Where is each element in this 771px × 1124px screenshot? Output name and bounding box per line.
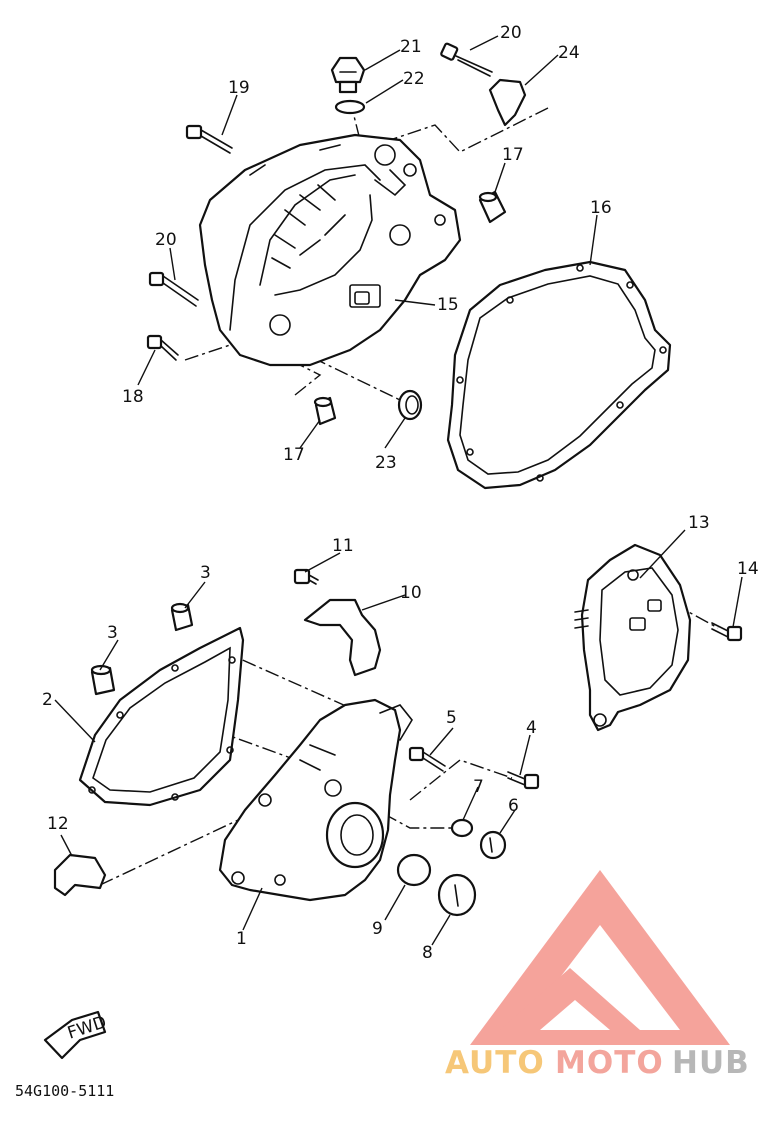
label-22: 22 [403, 69, 425, 89]
generator-cover [218, 698, 413, 902]
label-9: 9 [372, 919, 383, 939]
assembly-line-18 [184, 344, 231, 361]
generator-cover-gasket [78, 626, 245, 807]
o-ring-7 [450, 818, 474, 838]
bracket-12 [53, 853, 107, 897]
bolt-19 [185, 124, 233, 154]
watermark-hub: HUB [672, 1045, 750, 1081]
label-15: 15 [437, 295, 459, 315]
label-11: 11 [332, 536, 354, 556]
label-17-top: 17 [502, 145, 524, 165]
label-10: 10 [400, 583, 422, 603]
bracket-10 [303, 598, 382, 677]
watermark-logo [470, 870, 730, 1045]
label-3-top: 3 [200, 563, 211, 583]
fwd-arrow-icon: FWD [43, 1010, 109, 1060]
label-24: 24 [558, 43, 580, 63]
crankcase-gasket [446, 260, 672, 490]
bolt-20-top [440, 42, 493, 77]
label-13: 13 [688, 513, 710, 533]
watermark-text: AUTO MOTO HUB [445, 1045, 750, 1081]
assembly-line-24 [389, 107, 549, 153]
oil-filler-cap [330, 56, 366, 94]
dowel-pin-17-top [478, 190, 507, 224]
assembly-line-4 [409, 759, 513, 801]
label-21: 21 [400, 37, 422, 57]
bolt-18 [146, 334, 179, 361]
label-18: 18 [122, 387, 144, 407]
watermark-auto: AUTO [445, 1045, 545, 1081]
label-1: 1 [236, 929, 247, 949]
label-2: 2 [42, 690, 53, 710]
label-7: 7 [473, 777, 484, 797]
watermark-moto: MOTO [555, 1045, 664, 1081]
label-16: 16 [590, 198, 612, 218]
bracket-24 [488, 78, 527, 127]
plug-8 [437, 873, 477, 917]
oil-seal-23 [397, 389, 423, 421]
label-19: 19 [228, 78, 250, 98]
bolt-5 [408, 746, 446, 772]
bolt-20-left [148, 271, 199, 307]
dowel-pin-17-bottom [313, 396, 337, 426]
label-8: 8 [422, 943, 433, 963]
drawing-code: 54G100-5111 [15, 1082, 114, 1100]
bolt-11 [293, 568, 319, 585]
label-14: 14 [737, 559, 759, 579]
fwd-label: FWD [65, 1012, 109, 1043]
label-3-left: 3 [107, 623, 118, 643]
o-ring-22 [334, 99, 366, 115]
label-20-top: 20 [500, 23, 522, 43]
dowel-pin-3-top [170, 602, 194, 632]
label-4: 4 [526, 718, 537, 738]
label-5: 5 [446, 708, 457, 728]
dowel-pin-3-left [90, 664, 116, 696]
bolt-4 [507, 771, 540, 790]
label-6: 6 [508, 796, 519, 816]
crankcase-cover [198, 133, 462, 367]
label-17-bottom: 17 [283, 445, 305, 465]
plug-6 [479, 830, 507, 860]
label-23: 23 [375, 453, 397, 473]
sprocket-cover [574, 543, 692, 732]
bolt-14 [711, 622, 743, 642]
label-12: 12 [47, 814, 69, 834]
o-ring-9 [396, 853, 432, 887]
label-20-left: 20 [155, 230, 177, 250]
